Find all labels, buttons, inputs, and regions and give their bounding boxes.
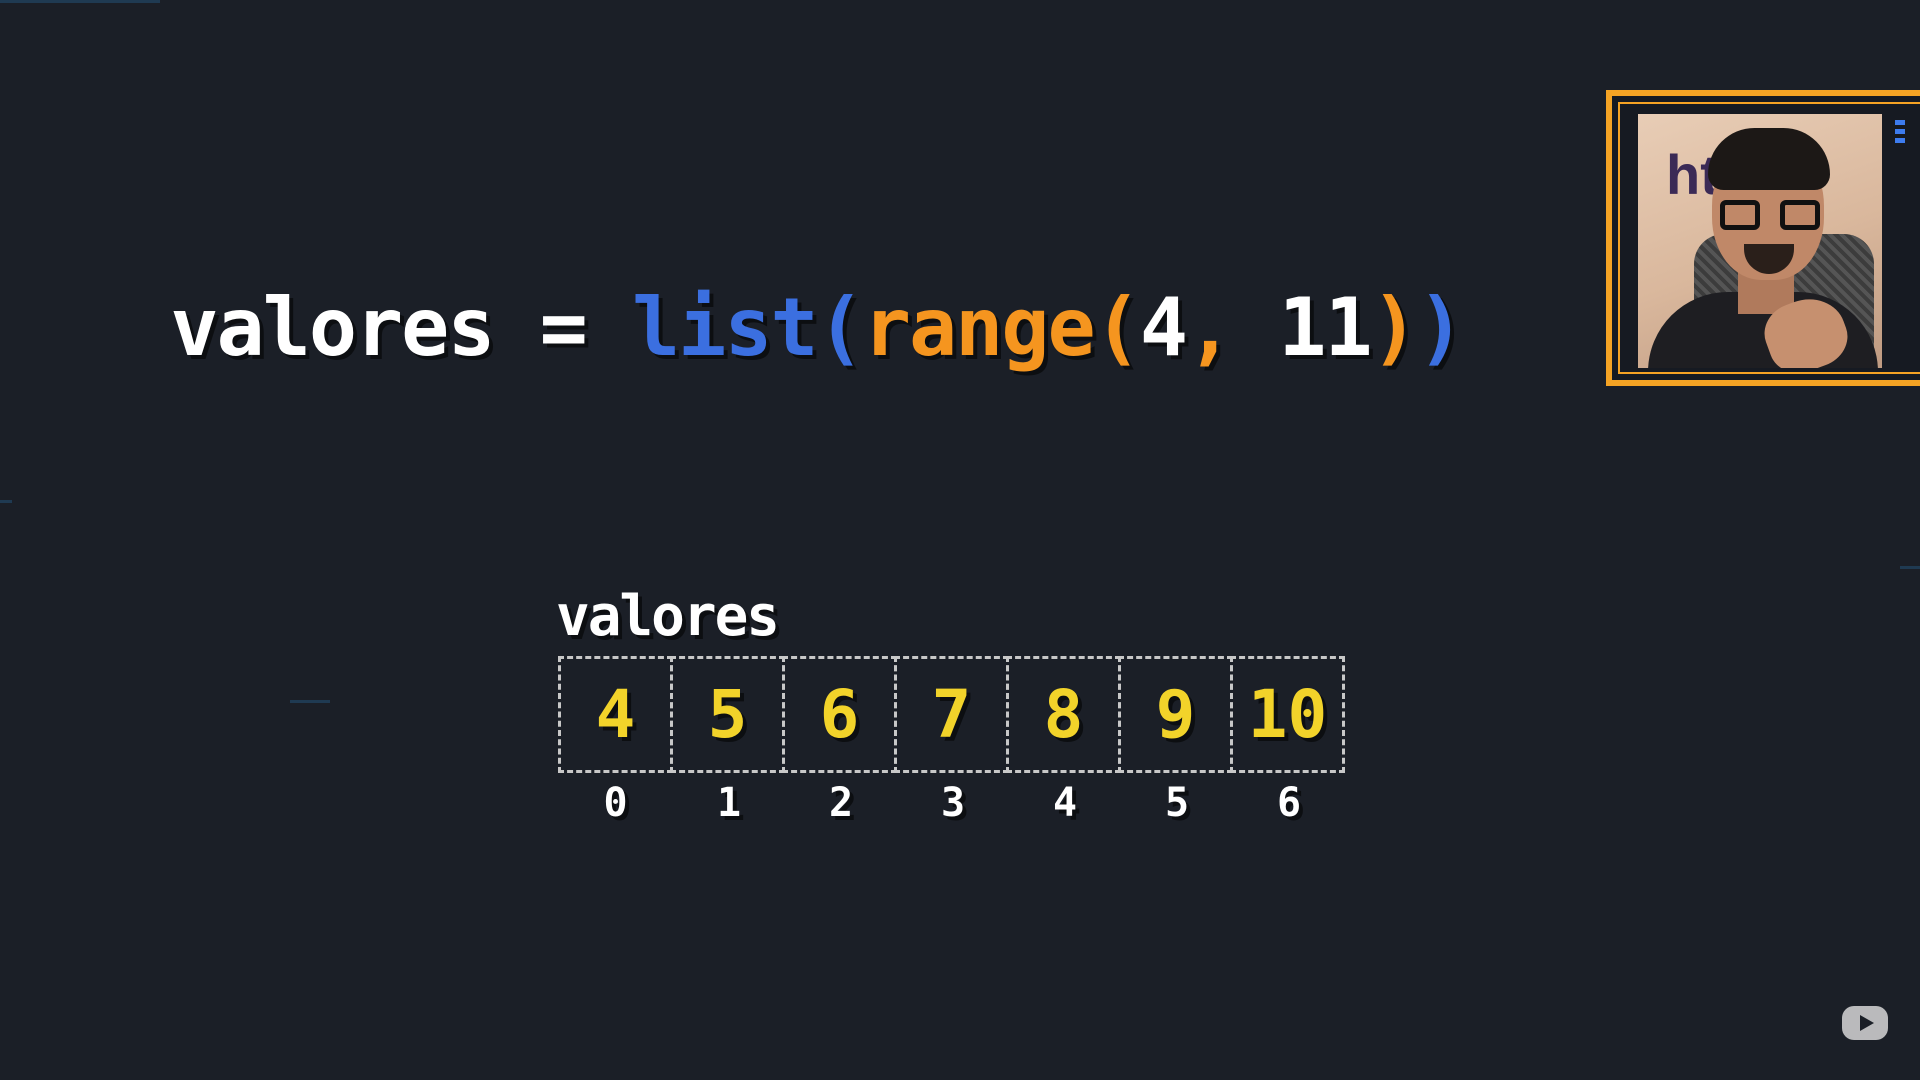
code-paren-open-list: ( (816, 281, 865, 374)
array-cell-value: 9 (1155, 676, 1196, 753)
array-cell-value: 6 (819, 676, 860, 753)
webcam-video: ht (1638, 114, 1882, 368)
decor-line-left (0, 500, 12, 503)
array-cell: 10 (1230, 656, 1345, 773)
array-index: 4 (1052, 780, 1078, 826)
array-index: 5 (1164, 780, 1190, 826)
code-func-range: range (862, 281, 1096, 374)
code-arg-end: 11 (1278, 281, 1372, 374)
code-arg-start: 4 (1139, 281, 1188, 374)
array-cell: 7 (894, 656, 1009, 773)
array-cell-value: 4 (595, 676, 636, 753)
presenter-glasses (1720, 200, 1820, 232)
array-cell: 6 (782, 656, 897, 773)
array-cell-value: 5 (707, 676, 748, 753)
array-cell: 4 (558, 656, 673, 773)
array-cell-value: 8 (1043, 676, 1084, 753)
code-func-list: list (631, 281, 819, 374)
array-index: 2 (828, 780, 854, 826)
code-equals: = (493, 281, 632, 374)
decor-line-mid (290, 700, 330, 703)
code-paren-close-range: ) (1370, 281, 1419, 374)
decor-line-top (0, 0, 160, 3)
array-cell: 9 (1118, 656, 1233, 773)
array-cell-value: 7 (931, 676, 972, 753)
presenter-hair (1708, 128, 1830, 190)
array-indexes: 0 1 2 3 4 5 6 (558, 780, 1345, 826)
array-cell: 8 (1006, 656, 1121, 773)
array-index: 6 (1276, 780, 1302, 826)
decor-line-right (1900, 566, 1920, 569)
code-paren-open-range: ( (1093, 281, 1142, 374)
array-cell: 5 (670, 656, 785, 773)
array-cells: 4 5 6 7 8 9 10 (558, 656, 1345, 773)
code-line: valores = list(range(4, 11)) (78, 208, 1465, 374)
code-variable: valores (170, 281, 495, 374)
array-index: 3 (940, 780, 966, 826)
array-index: 0 (603, 780, 628, 826)
code-comma: , (1185, 281, 1279, 374)
webcam-frame: ht (1606, 90, 1920, 386)
array-cell-value: 10 (1247, 676, 1328, 753)
array-index: 1 (716, 780, 742, 826)
array-label: valores (556, 584, 780, 649)
youtube-play-icon[interactable] (1842, 1006, 1888, 1040)
dots-icon (1895, 120, 1905, 144)
code-paren-close-list: ) (1416, 281, 1465, 374)
